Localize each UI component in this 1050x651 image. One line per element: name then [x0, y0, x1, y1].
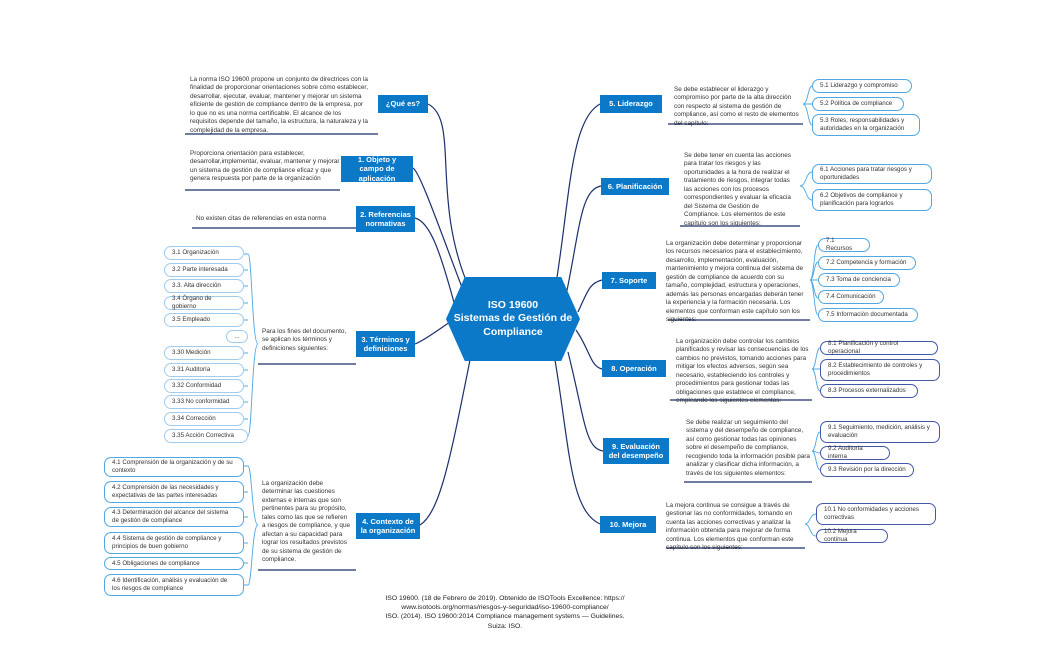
operacion-description: La organización debe controlar los cambi…: [676, 338, 809, 405]
context-item[interactable]: 4.3 Determinación del alcance del sistem…: [104, 507, 244, 527]
context-item[interactable]: 4.4 Sistema de gestión de compliance y p…: [104, 532, 244, 554]
operacion-item[interactable]: 8.2 Establecimiento de controles y proce…: [820, 359, 940, 381]
operacion-item[interactable]: 8.3 Procesos externalizados: [820, 384, 918, 398]
topic-planificacion[interactable]: 6. Planificación: [601, 178, 669, 195]
term-item[interactable]: 3.3. Alta dirección: [164, 279, 244, 293]
planificacion-description: Se debe tener en cuenta las acciones par…: [684, 152, 791, 227]
central-title-line2: Sistemas de Gestión de: [453, 312, 573, 325]
soporte-item[interactable]: 7.4 Comunicación: [818, 290, 884, 304]
term-item[interactable]: 3.32 Conformidad: [164, 379, 244, 393]
topic-objeto[interactable]: 1. Objeto y campo de aplicación: [341, 155, 413, 183]
referencias-description: No existen citas de referencias en esta …: [196, 215, 327, 222]
topic-liderazgo[interactable]: 5. Liderazgo: [600, 95, 662, 113]
topic-referencias[interactable]: 2. Referencias normativas: [356, 206, 415, 232]
context-item[interactable]: 4.5 Obligaciones de compliance: [104, 557, 244, 570]
evaluacion-description: Se debe realizar un seguimiento del sist…: [686, 419, 810, 477]
operacion-item[interactable]: 8.1 Planificación y control operacional: [820, 340, 938, 355]
term-item[interactable]: 3.5 Empleado: [164, 313, 244, 327]
soporte-item[interactable]: 7.5 Información documentada: [818, 308, 918, 322]
term-item[interactable]: 3.1 Organización: [164, 246, 244, 260]
source-citation: ISO 19600. (18 de Febrero de 2019). Obte…: [360, 594, 650, 631]
term-item-ellipsis[interactable]: ...: [226, 330, 248, 343]
soporte-description: La organización debe determinar y propor…: [666, 240, 804, 324]
objeto-description: Proporciona orientación para establecer,…: [190, 150, 340, 183]
soporte-item[interactable]: 7.2 Competencia y formación: [818, 256, 916, 270]
term-item[interactable]: 3.2 Parte interesada: [164, 263, 244, 277]
planificacion-item[interactable]: 6.1 Acciones para tratar riesgos y oport…: [812, 164, 932, 184]
liderazgo-item[interactable]: 5.1 Liderazgo y compromiso: [812, 79, 912, 93]
term-item[interactable]: 3.35 Acción Correctiva: [164, 429, 248, 443]
terminos-description: Para los fines del documento, se aplican…: [262, 328, 347, 352]
term-item[interactable]: 3.30 Medición: [164, 346, 244, 360]
term-item[interactable]: 3.31 Auditoría: [164, 363, 244, 377]
central-topic[interactable]: ISO 19600 Sistemas de Gestión de Complia…: [446, 277, 580, 361]
topic-operacion[interactable]: 8. Operación: [602, 360, 666, 377]
liderazgo-item[interactable]: 5.2 Política de compliance: [812, 97, 904, 111]
central-title-line3: Compliance: [483, 325, 543, 338]
topic-terminos[interactable]: 3. Términos y definiciones: [356, 331, 415, 357]
que-es-description: La norma ISO 19600 propone un conjunto d…: [190, 76, 368, 134]
mejora-item[interactable]: 10.1 No conformidades y acciones correct…: [816, 503, 936, 525]
mejora-description: La mejora continua se consigue a través …: [666, 502, 794, 552]
term-item[interactable]: 3.34 Corrección: [164, 412, 244, 426]
liderazgo-item[interactable]: 5.3 Roles, responsabilidades y autoridad…: [812, 114, 920, 136]
contexto-description: La organización debe determinar las cues…: [262, 480, 351, 564]
soporte-item[interactable]: 7.1 Recursos: [818, 237, 870, 252]
topic-contexto[interactable]: 4. Contexto de la organización: [356, 513, 420, 539]
source-line1: ISO 19600. (18 de Febrero de 2019). Obte…: [385, 595, 625, 602]
context-item[interactable]: 4.1 Comprensión de la organización y de …: [104, 457, 244, 477]
context-item[interactable]: 4.2 Comprensión de las necesidades y exp…: [104, 481, 244, 503]
source-line4: Suiza: ISO.: [487, 622, 523, 630]
planificacion-item[interactable]: 6.2 Objetivos de compliance y planificac…: [812, 189, 932, 211]
topic-soporte[interactable]: 7. Soporte: [602, 272, 656, 289]
soporte-item[interactable]: 7.3 Toma de conciencia: [818, 273, 900, 287]
source-line2: www.isotools.org/normas/riesgos-y-seguri…: [401, 604, 609, 612]
liderazgo-description: Se debe establecer el liderazgo y compro…: [674, 86, 799, 127]
evaluacion-item[interactable]: 9.2 Auditoría interna: [820, 445, 890, 460]
term-item[interactable]: 3.33 No conformidad: [164, 395, 244, 409]
mejora-item[interactable]: 10.2 Mejora continua: [816, 528, 888, 543]
topic-que-es[interactable]: ¿Qué es?: [378, 95, 428, 113]
central-title-line1: ISO 19600: [487, 298, 539, 311]
evaluacion-item[interactable]: 9.1 Seguimiento, medición, análisis y ev…: [820, 421, 940, 443]
topic-mejora[interactable]: 10. Mejora: [600, 516, 656, 533]
term-item[interactable]: 3.4 Órgano de gobierno: [164, 295, 244, 310]
context-item[interactable]: 4.6 Identificación, análisis y evaluació…: [104, 574, 244, 596]
topic-evaluacion[interactable]: 9. Evaluación del desempeño: [603, 438, 669, 464]
source-line3: ISO. (2014). ISO 19600:2014 Compliance m…: [385, 613, 625, 621]
evaluacion-item[interactable]: 9.3 Revisión por la dirección: [820, 463, 914, 477]
